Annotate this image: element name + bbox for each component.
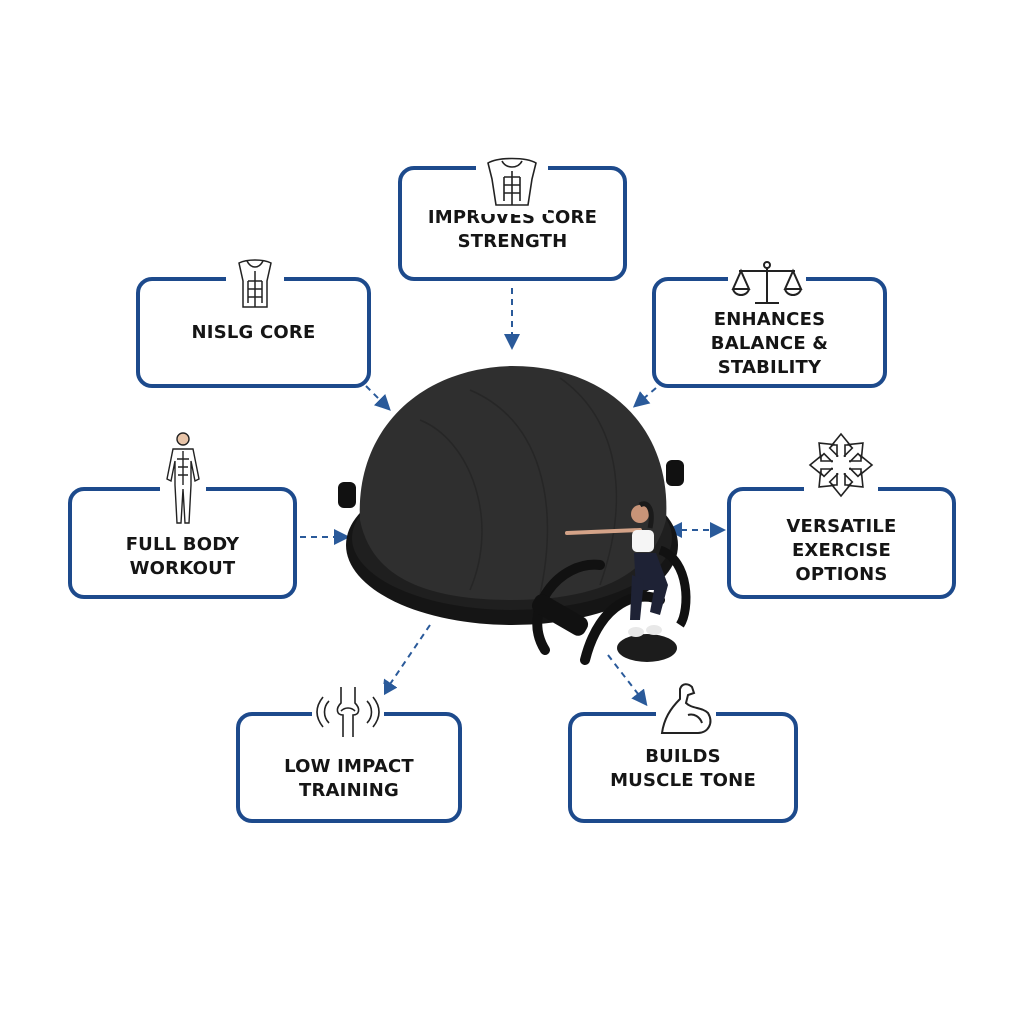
- abs-torso-icon: [226, 256, 284, 312]
- flexed-arm-icon: [656, 678, 716, 738]
- benefit-card-versatile-exercise: VERSATILE EXERCISE OPTIONS: [727, 487, 956, 599]
- woman-squatting-figure: [565, 501, 677, 662]
- balance-scale-icon: [728, 258, 806, 310]
- label-line: OPTIONS: [795, 564, 888, 585]
- label-line: FULL BODY: [125, 534, 240, 555]
- benefit-label: BUILDS MUSCLE TONE: [610, 745, 756, 793]
- label-line: NISLG CORE: [191, 321, 316, 343]
- muscle-body-icon: [160, 430, 206, 528]
- label-line: WORKOUT: [129, 558, 236, 579]
- label-line: EXERCISE: [791, 540, 892, 561]
- knee-joint-icon: [312, 684, 384, 740]
- benefit-label: ENHANCES BALANCE & STABILITY: [656, 308, 883, 380]
- benefit-label: IMPROVES CORE STRENGTH: [428, 206, 597, 254]
- label-line: LOW IMPACT: [284, 755, 414, 777]
- label-line: BUILDS: [645, 745, 721, 767]
- benefit-label: LOW IMPACT TRAINING: [284, 755, 414, 803]
- benefit-label: NISLG CORE: [192, 321, 316, 345]
- label-line: BALANCE & STABILITY: [710, 332, 829, 378]
- benefit-label: FULL BODY WORKOUT: [126, 533, 240, 581]
- label-line: MUSCLE TONE: [610, 769, 756, 791]
- arrow-nislg-core: [365, 385, 391, 411]
- label-line: TRAINING: [299, 779, 399, 801]
- abs-torso-icon: [476, 154, 548, 214]
- benefit-label: VERSATILE EXERCISE OPTIONS: [786, 515, 896, 587]
- multi-arrow-icon: [804, 428, 878, 502]
- label-line: STRENGTH: [457, 230, 568, 252]
- label-line: VERSATILE: [786, 516, 897, 537]
- label-line: IMPROVES CORE: [427, 206, 598, 228]
- arrow-low-impact: [381, 624, 431, 697]
- arrow-balance: [632, 387, 657, 408]
- label-line: ENHANCES: [713, 308, 826, 330]
